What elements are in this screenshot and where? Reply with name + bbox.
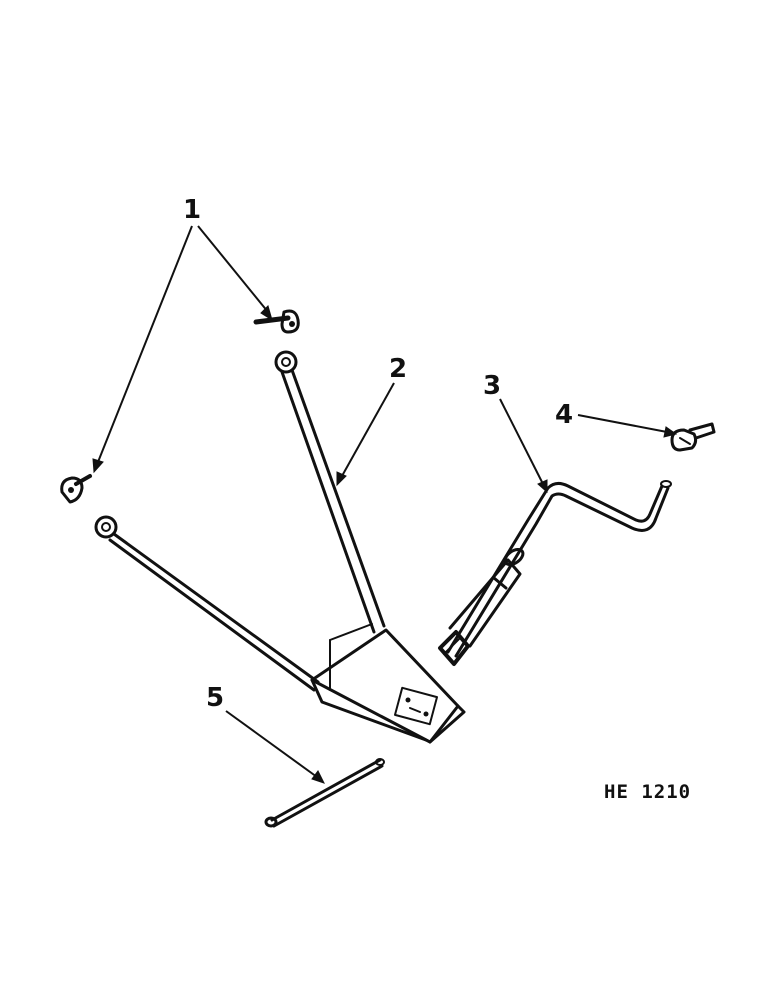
- clip-icon: [60, 474, 92, 504]
- crank-handle-icon: [438, 480, 672, 666]
- leader-5-arrowhead: [311, 770, 325, 784]
- callout-1-label: 1: [183, 195, 201, 225]
- leader-2-arrowhead: [336, 471, 347, 487]
- leader-3-arrowhead: [537, 479, 548, 494]
- callout-5-label: 5: [206, 683, 224, 713]
- leader-1b: [97, 225, 193, 463]
- pin-icon: [264, 758, 385, 828]
- callout-3-label: 3: [483, 371, 501, 401]
- clip-icon: [670, 422, 716, 452]
- figure-code: HE 1210: [604, 781, 691, 803]
- leader-5: [225, 710, 318, 778]
- leader-1a-arrowhead: [260, 305, 273, 322]
- leader-1b-arrowhead: [92, 458, 104, 474]
- leader-4: [577, 414, 668, 433]
- clip-icon: [253, 309, 300, 334]
- jack-stand-icon: [94, 350, 466, 744]
- leader-lines: [92, 225, 678, 784]
- leader-2: [341, 382, 395, 477]
- leader-1a: [197, 225, 269, 313]
- leader-3: [499, 398, 544, 485]
- callout-4-label: 4: [555, 400, 573, 430]
- callout-2-label: 2: [389, 354, 407, 384]
